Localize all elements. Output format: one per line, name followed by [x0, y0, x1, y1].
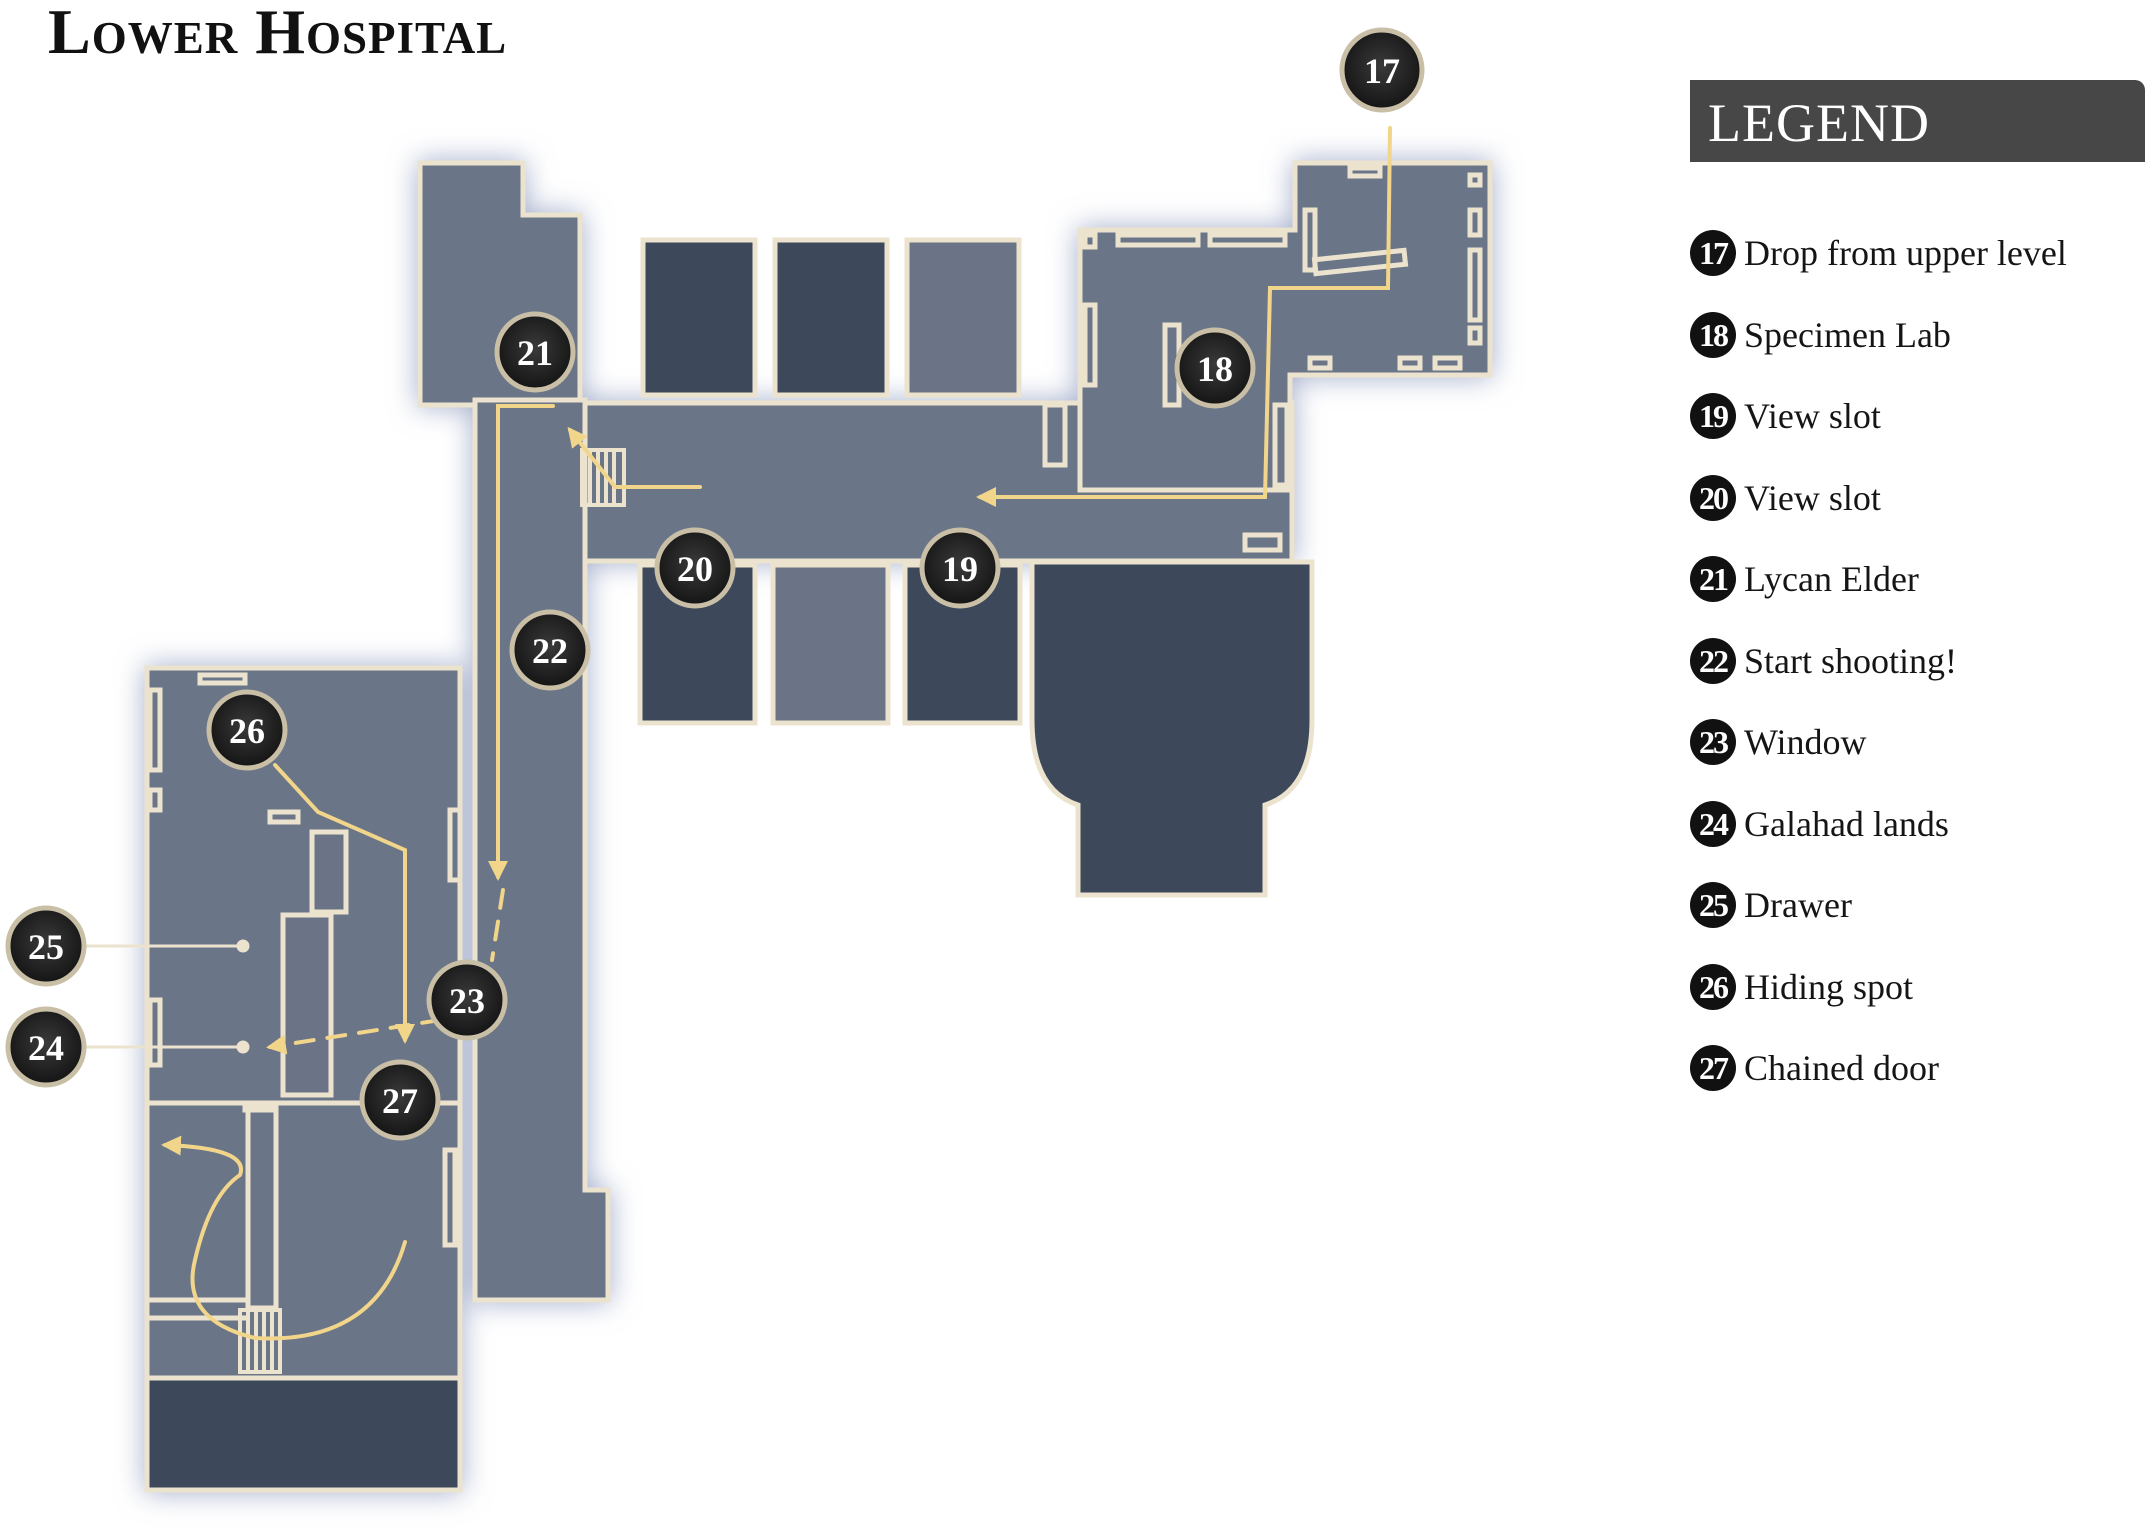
marker-22[interactable]: 22 [509, 609, 591, 691]
legend-label: Drop from upper level [1744, 233, 2067, 273]
svg-text:20: 20 [677, 549, 713, 589]
wall-details [147, 165, 1483, 1248]
svg-text:26: 26 [229, 711, 265, 751]
legend-label: Chained door [1744, 1048, 1939, 1088]
svg-text:21: 21 [517, 333, 553, 373]
legend-number-badge: 25 [1690, 882, 1736, 928]
svg-text:17: 17 [1364, 51, 1400, 91]
legend-number-badge: 19 [1690, 393, 1736, 439]
marker-21[interactable]: 21 [494, 311, 576, 393]
svg-text:25: 25 [28, 927, 64, 967]
legend-number-badge: 27 [1690, 1045, 1736, 1091]
marker-18[interactable]: 18 [1174, 327, 1256, 409]
marker-17[interactable]: 17 [1339, 27, 1425, 113]
legend-number-badge: 21 [1690, 556, 1736, 602]
svg-text:24: 24 [28, 1028, 64, 1068]
top-rooms [640, 237, 1022, 398]
legend-label: View slot [1744, 477, 1881, 518]
legend-number-badge: 24 [1690, 800, 1736, 847]
legend-number-badge: 23 [1690, 719, 1736, 765]
marker-27[interactable]: 27 [359, 1059, 441, 1141]
legend-label: Lycan Elder [1744, 559, 1919, 599]
route-paths [161, 126, 1392, 1341]
marker-19[interactable]: 19 [919, 527, 1001, 609]
marker-26[interactable]: 26 [206, 689, 288, 771]
svg-text:19: 19 [942, 549, 978, 589]
legend-header: LEGEND [1690, 80, 2145, 162]
legend-label: Start shooting! [1744, 640, 1957, 681]
legend-label: Specimen Lab [1744, 314, 1951, 355]
marker-24[interactable]: 24 [5, 1006, 87, 1088]
legend-title: LEGEND [1708, 93, 1930, 153]
callout-lines [82, 939, 250, 1054]
legend-label: View slot [1744, 396, 1881, 436]
map-markers: 17 18 19 20 21 22 23 24 25 26 27 [5, 27, 1425, 1141]
svg-text:18: 18 [1197, 349, 1233, 389]
legend-label: Galahad lands [1744, 803, 1949, 844]
marker-23[interactable]: 23 [426, 959, 508, 1041]
marker-20[interactable]: 20 [654, 527, 736, 609]
stairs [238, 448, 626, 1374]
legend-number-badge: 26 [1690, 963, 1736, 1010]
bottom-rooms [637, 559, 1315, 898]
left-building-interior [144, 829, 463, 1493]
legend-label: Window [1744, 722, 1867, 762]
page-title: Lower Hospital [48, 0, 508, 67]
svg-text:23: 23 [449, 981, 485, 1021]
legend-number-badge: 18 [1690, 311, 1736, 358]
svg-text:27: 27 [382, 1081, 418, 1121]
legend-number-badge: 22 [1690, 637, 1736, 684]
svg-text:22: 22 [532, 631, 568, 671]
legend-number-badge: 17 [1690, 230, 1736, 276]
legend-label: Hiding spot [1744, 966, 1914, 1007]
marker-25[interactable]: 25 [5, 905, 87, 987]
legend-number-badge: 20 [1690, 474, 1736, 521]
legend-label: Drawer [1744, 885, 1852, 925]
